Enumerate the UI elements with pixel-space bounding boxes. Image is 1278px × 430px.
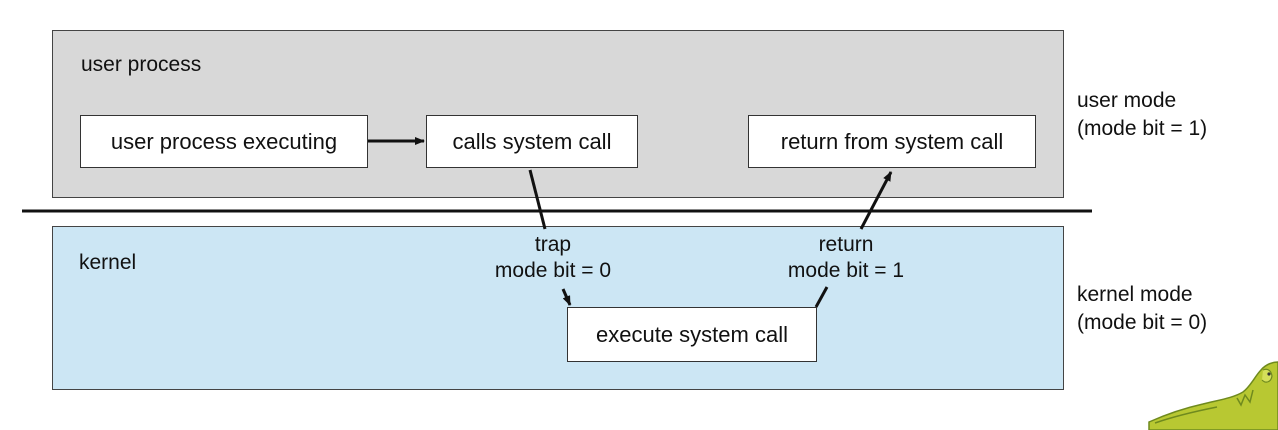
user-region-title: user process — [81, 53, 202, 76]
kernel-mode-line1: kernel mode — [1077, 283, 1193, 306]
return-line-upper — [859, 171, 893, 230]
return-label: return mode bit = 1 — [766, 232, 926, 284]
trap-line-lower — [561, 288, 572, 306]
user-mode-line1: user mode — [1077, 89, 1177, 112]
trap-line-upper — [528, 169, 547, 230]
kernel-region: kernel — [52, 226, 1064, 390]
kernel-mode-line2: (mode bit = 0) — [1077, 311, 1208, 334]
user-process-executing-box: user process executing — [80, 115, 368, 168]
trap-label: trap mode bit = 0 — [473, 232, 633, 284]
trap-label-line1: trap — [534, 233, 572, 256]
trap-label-line2: mode bit = 0 — [494, 259, 612, 282]
user-mode-label: user mode (mode bit = 1) — [1077, 87, 1207, 143]
return-from-system-call-box: return from system call — [748, 115, 1036, 168]
kernel-mode-label: kernel mode (mode bit = 0) — [1077, 281, 1207, 337]
dinosaur-icon — [1148, 361, 1278, 430]
execute-system-call-box: execute system call — [567, 307, 817, 362]
user-region: user process — [52, 30, 1064, 198]
user-mode-line2: (mode bit = 1) — [1077, 117, 1208, 140]
calls-system-call-box: calls system call — [426, 115, 638, 168]
return-label-line2: mode bit = 1 — [787, 259, 905, 282]
kernel-region-title: kernel — [79, 251, 137, 274]
return-line-lower — [814, 286, 829, 308]
return-label-line1: return — [818, 233, 874, 256]
